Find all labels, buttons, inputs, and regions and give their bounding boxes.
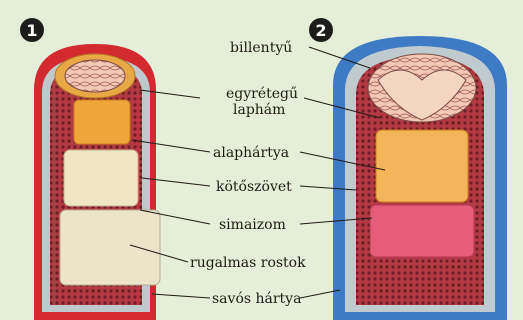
- label-rugalmas: rugalmas rostok: [190, 255, 306, 271]
- artery-elastic-layer: [60, 210, 160, 285]
- panel-number-2: 2: [315, 21, 326, 40]
- artery-illustration: [34, 44, 160, 320]
- label-kotoszovet: kötőszövet: [216, 179, 292, 195]
- panel-number-1: 1: [26, 21, 37, 40]
- label-alaphartya: alaphártya: [213, 145, 289, 161]
- artery-basement: [74, 100, 130, 144]
- vein-smooth-muscle: [370, 205, 474, 257]
- label-egyreteg: egyrétegű: [226, 86, 298, 102]
- artery-smooth-muscle: [64, 150, 138, 206]
- vein-basement: [376, 130, 468, 202]
- vein-illustration: [333, 36, 507, 320]
- leader-savos: [152, 294, 210, 298]
- label-savos: savós hártya: [212, 291, 301, 307]
- artery-endothelium: [65, 60, 125, 92]
- label-billentyu: billentyű: [230, 40, 292, 56]
- label-lapham: laphám: [233, 102, 285, 118]
- label-simaizom: simaizom: [219, 217, 286, 233]
